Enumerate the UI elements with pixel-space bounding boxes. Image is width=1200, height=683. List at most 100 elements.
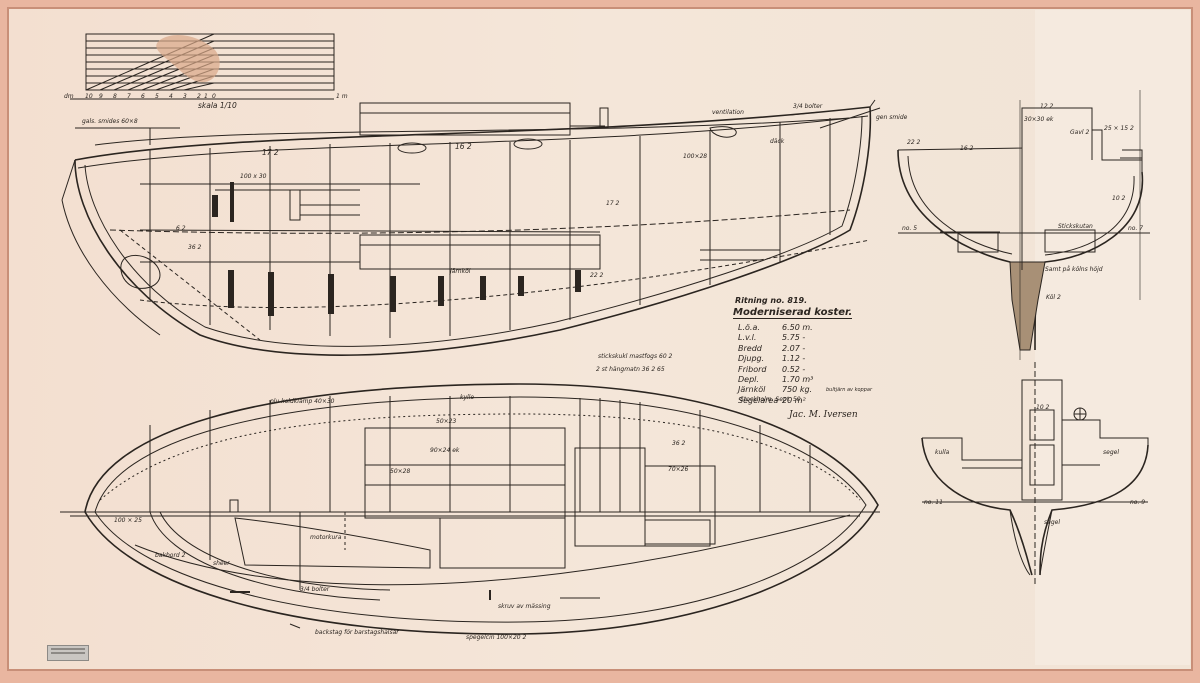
plan-label: stickskukl mastfogs 60 2 bbox=[598, 353, 673, 360]
spec-row: Depl.1.70 m³ bbox=[738, 375, 872, 385]
spec-row: Järnköl 750 kg. bultjärn av koppar bbox=[738, 385, 872, 395]
spec-row: L.ö.a. 6.50 m. bbox=[738, 323, 872, 333]
scale-number: 0 bbox=[212, 93, 216, 100]
scale-number: 1 bbox=[204, 93, 208, 100]
spec-key: Fribord bbox=[738, 364, 767, 374]
paper-light-panel bbox=[1035, 10, 1190, 665]
spec-row: Djupg. 1.12 - bbox=[738, 354, 872, 364]
section-label: kulla bbox=[935, 449, 950, 456]
spec-key: Bredd bbox=[738, 343, 762, 353]
profile-label: 36 2 bbox=[188, 244, 202, 251]
spec-key: L.v.l. bbox=[738, 333, 757, 343]
spec-row: Bredd 2.07 - bbox=[738, 344, 872, 354]
scale-one-meter: 1 m bbox=[336, 93, 348, 100]
plan-label: skruv av mässing bbox=[498, 603, 551, 610]
plan-label: sheer bbox=[213, 560, 230, 567]
profile-label: 100 x 30 bbox=[240, 173, 267, 180]
profile-label: däck bbox=[770, 138, 785, 145]
section-label: Stickskutan bbox=[1058, 223, 1093, 230]
section-label: 30×30 ek bbox=[1024, 116, 1054, 123]
section-label: 16 2 bbox=[960, 145, 974, 152]
plan-label: backstag för barstagshalsar bbox=[315, 629, 399, 636]
plan-label: 2 st hängmatn 36 2 65 bbox=[596, 366, 665, 373]
section-top bbox=[897, 107, 1150, 351]
profile-label: 3/4 bolter bbox=[793, 103, 823, 110]
scale-number: 6 bbox=[141, 93, 145, 100]
section-label: segel bbox=[1103, 449, 1119, 456]
scale-grid bbox=[70, 33, 335, 100]
plan-label: 3/4 bolter bbox=[300, 586, 330, 593]
spec-value: 2.07 - bbox=[782, 343, 806, 353]
profile-label: ventilation bbox=[712, 109, 744, 116]
place-date: Stockholm. Sept. 50. bbox=[740, 396, 803, 403]
scale-number: 3 bbox=[183, 93, 187, 100]
plan-label: 50×28 bbox=[390, 468, 411, 475]
section-label: no. 9 bbox=[1130, 499, 1146, 506]
plan-label: 50×23 bbox=[436, 418, 457, 425]
plan-label: kylle bbox=[460, 394, 475, 401]
section-label: 22 2 bbox=[907, 139, 921, 146]
archive-stamp bbox=[47, 645, 89, 661]
scale-number: 5 bbox=[155, 93, 159, 100]
plan-label: 36 2 bbox=[672, 440, 686, 447]
plan-view bbox=[60, 383, 880, 635]
spec-table: L.ö.a. 6.50 m. L.v.l.5.75 - Bredd 2.07 - D… bbox=[738, 323, 872, 406]
section-label: 10 2 bbox=[1036, 404, 1050, 411]
spec-note: bultjärn av koppar bbox=[826, 387, 872, 394]
spec-key: Djupg. bbox=[738, 354, 765, 364]
plan-label: 100 × 25 bbox=[114, 517, 142, 524]
scale-label: skala 1/10 bbox=[198, 101, 237, 110]
scale-number: 7 bbox=[127, 93, 131, 100]
spec-key: Segelarea bbox=[738, 395, 779, 405]
paper bbox=[7, 7, 1193, 671]
scale-number: 2 bbox=[197, 93, 201, 100]
scale-number: 4 bbox=[169, 93, 173, 100]
scale-number: 9 bbox=[99, 93, 103, 100]
spec-row: Fribord 0.52 - bbox=[738, 365, 872, 375]
plan-label: motorkura bbox=[310, 534, 342, 541]
profile-label: 16 2 bbox=[455, 142, 472, 151]
section-label: segel bbox=[1044, 519, 1060, 526]
section-label: Köl 2 bbox=[1046, 294, 1061, 301]
drawing-subtitle: Moderniserad koster. bbox=[733, 307, 853, 319]
signature: Jac. M. Iversen bbox=[789, 410, 858, 420]
plan-label: bakbord 2 bbox=[155, 552, 186, 559]
section-label: Gavl 2 bbox=[1070, 129, 1090, 136]
profile-label: gals. smides 60×8 bbox=[82, 118, 138, 125]
spec-key: L.ö.a. bbox=[738, 323, 760, 332]
scale-unit: dm bbox=[64, 93, 74, 100]
section-label: no. 5 bbox=[902, 225, 918, 232]
spec-key: Depl. bbox=[738, 375, 759, 385]
plan-label: 90×24 ek bbox=[430, 447, 460, 454]
scale-number: 10 bbox=[85, 93, 93, 100]
section-label: 25 × 15 2 bbox=[1104, 125, 1134, 132]
paper-stain bbox=[156, 35, 220, 83]
section-label: no. 11 bbox=[924, 499, 943, 506]
profile-label: 6 2 bbox=[176, 225, 186, 232]
spec-value: 0.52 - bbox=[782, 364, 806, 374]
profile-label: 100×28 bbox=[683, 153, 708, 160]
spec-value: 6.50 m. bbox=[782, 323, 813, 332]
scale-number: 8 bbox=[113, 93, 117, 100]
profile-label: 17 2 bbox=[262, 148, 279, 157]
drawing-number: Ritning no. 819. bbox=[735, 296, 808, 305]
profile-label: 17 2 bbox=[606, 200, 620, 207]
plan-label: spegelcin 100×20 2 bbox=[466, 634, 527, 641]
profile-label: gen smide bbox=[876, 114, 908, 121]
spec-key: Järnköl bbox=[738, 385, 766, 395]
section-label: 10 2 bbox=[1112, 195, 1126, 202]
section-bottom bbox=[921, 362, 1149, 585]
spec-row: L.v.l.5.75 - bbox=[738, 333, 872, 343]
spec-value: 1.12 - bbox=[782, 354, 806, 364]
plan-label: 70×26 bbox=[668, 466, 689, 473]
profile-label: 22 2 bbox=[590, 272, 604, 279]
spec-value: 750 kg. bbox=[782, 385, 813, 395]
section-label: 12 2 bbox=[1040, 103, 1054, 110]
profile-view bbox=[61, 99, 881, 356]
plan-label: plu koldklamp 40×30 bbox=[270, 398, 335, 405]
section-label: Samt på kölns höjd bbox=[1045, 266, 1103, 273]
profile-label: järnköl bbox=[450, 268, 471, 275]
